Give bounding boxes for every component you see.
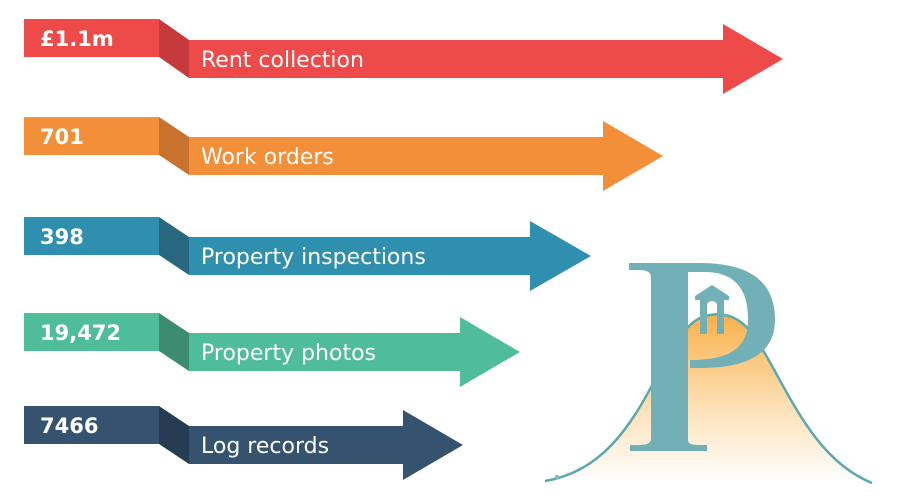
arrow-body bbox=[189, 121, 663, 191]
fold-shadow bbox=[159, 406, 189, 464]
fold-shadow bbox=[159, 19, 189, 78]
value-tab bbox=[24, 19, 159, 57]
value-tab bbox=[24, 217, 159, 255]
stat-label: Work orders bbox=[201, 145, 334, 170]
logo-hill-fill bbox=[552, 314, 870, 482]
stat-label: Property inspections bbox=[201, 245, 426, 270]
stat-label: Log records bbox=[201, 434, 329, 459]
fold-shadow bbox=[159, 117, 189, 175]
arrow-body bbox=[189, 24, 783, 94]
stat-value: 7466 bbox=[40, 414, 98, 438]
arrow-body bbox=[189, 317, 520, 387]
logo-letter-p bbox=[629, 263, 775, 451]
logo-hill-curve bbox=[544, 313, 873, 485]
stat-value: 398 bbox=[40, 225, 84, 249]
stat-label: Rent collection bbox=[201, 48, 364, 73]
stat-value: 701 bbox=[40, 125, 84, 149]
value-tab bbox=[24, 313, 159, 351]
logo-house-icon bbox=[695, 285, 729, 334]
value-tab bbox=[24, 406, 159, 444]
arrow-body bbox=[189, 221, 591, 291]
logo-dot bbox=[554, 474, 560, 480]
stat-value: 19,472 bbox=[40, 321, 121, 345]
fold-shadow bbox=[159, 313, 189, 371]
arrow-body bbox=[189, 410, 463, 480]
fold-shadow bbox=[159, 217, 189, 275]
stat-value: £1.1m bbox=[40, 27, 114, 51]
value-tab bbox=[24, 117, 159, 155]
stat-label: Property photos bbox=[201, 341, 376, 366]
logo bbox=[544, 263, 873, 485]
